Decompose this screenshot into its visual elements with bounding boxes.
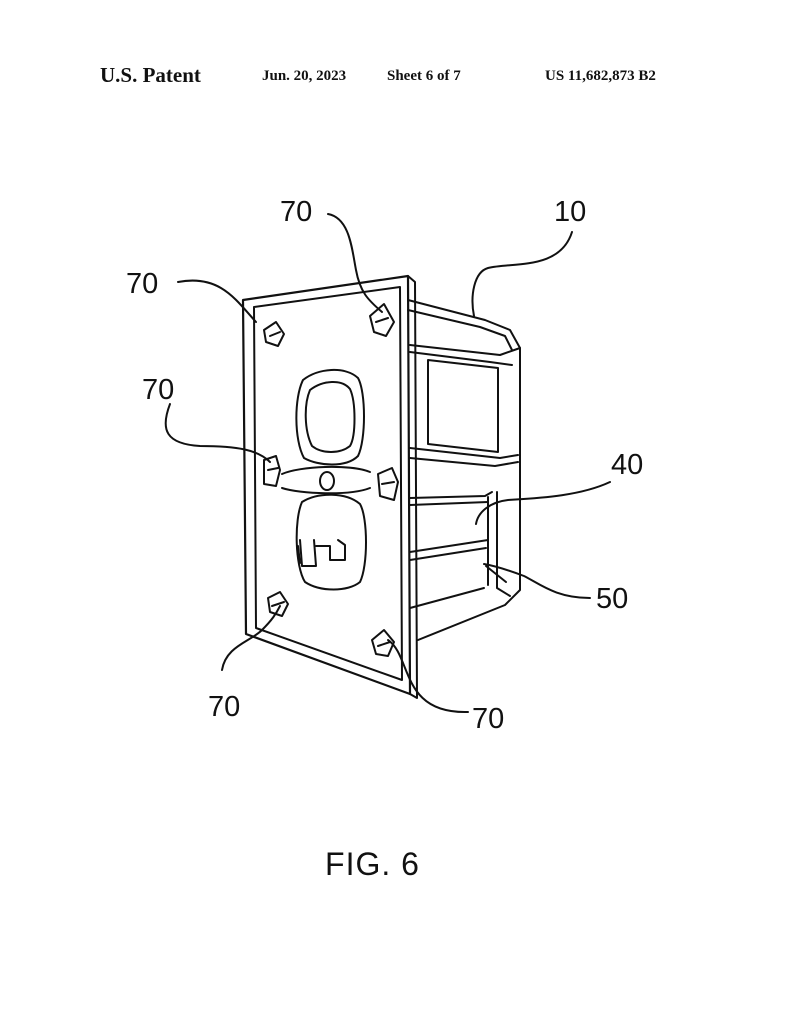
leader-line-70-bottom-right <box>387 639 469 714</box>
ref-label-50: 50 <box>596 583 628 615</box>
figure-label: FIG. 6 <box>325 846 420 882</box>
leader-line-70-upper-left <box>177 279 257 323</box>
leader-line-70-bottom-left <box>221 605 281 671</box>
fastener-middle-left <box>263 455 281 487</box>
center-screw <box>281 465 371 495</box>
cover-plate <box>241 274 418 699</box>
patent-date: Jun. 20, 2023 <box>262 68 347 84</box>
patent-number: US 11,682,873 B2 <box>545 68 656 84</box>
ref-label-70-top: 70 <box>280 196 312 228</box>
fastener-top-left <box>263 321 285 347</box>
ref-label-70-middle-left: 70 <box>142 374 174 406</box>
ref-label-70-bottom-left: 70 <box>208 691 240 723</box>
patent-title: U.S. Patent <box>100 63 201 87</box>
leader-line-10 <box>471 231 573 317</box>
fastener-bottom-left <box>267 591 289 617</box>
sheet-number: Sheet 6 of 7 <box>387 68 461 84</box>
upper-outlet-opening <box>295 369 365 466</box>
lower-outlet-opening <box>295 493 367 591</box>
electrical-box-body <box>407 299 521 641</box>
fastener-middle-right <box>377 467 399 501</box>
fastener-bottom-right <box>371 629 395 657</box>
ref-label-10: 10 <box>554 196 586 228</box>
leader-line-70-top <box>327 213 383 313</box>
leader-line-70-middle-left <box>164 403 271 463</box>
ref-label-70-bottom-right: 70 <box>472 703 504 735</box>
fastener-top-right <box>369 303 395 337</box>
leader-line-50 <box>483 563 591 599</box>
leader-line-40 <box>475 481 611 525</box>
ref-label-40: 40 <box>611 449 643 481</box>
ref-label-70-upper-left: 70 <box>126 268 158 300</box>
